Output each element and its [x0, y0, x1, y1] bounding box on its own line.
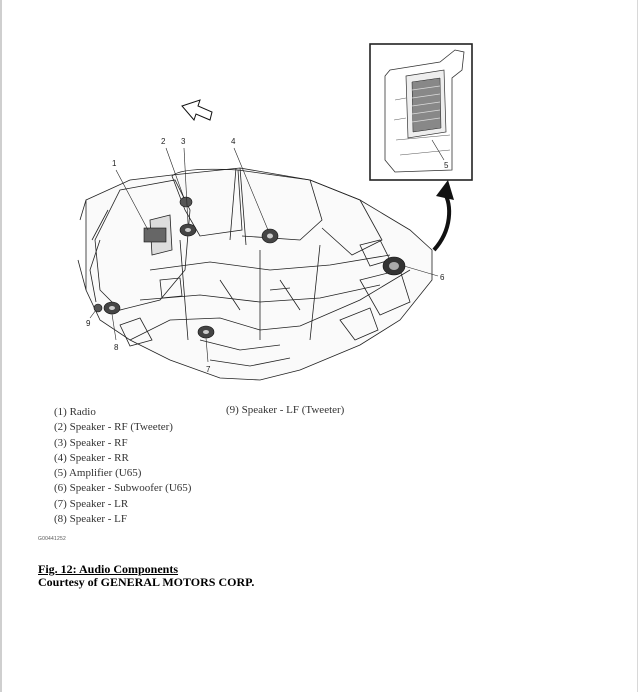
callout-6: 6 — [440, 273, 445, 282]
callout-7: 7 — [206, 365, 211, 374]
callout-1: 1 — [112, 159, 117, 168]
legend-item: (4) Speaker - RR — [54, 451, 129, 464]
legend-item: (1) Radio — [54, 406, 96, 418]
curved-arrow-icon — [432, 180, 454, 252]
legend-item: (6) Speaker - Subwoofer (U65) — [54, 482, 192, 495]
figure-caption: Fig. 12: Audio Components Courtesy of GE… — [38, 563, 254, 589]
radio-unit — [143, 227, 167, 243]
forward-arrow-icon — [181, 99, 213, 121]
callout-8: 8 — [114, 343, 119, 352]
speaker-lf — [103, 301, 121, 315]
figure-code: G00441252 — [38, 536, 66, 542]
legend-list: (1) Radio (2) Speaker - RF (Tweeter) (3)… — [54, 405, 191, 527]
courtesy-line: Courtesy of GENERAL MOTORS CORP. — [38, 575, 255, 589]
page-border-left — [0, 0, 2, 692]
legend-item: (9) Speaker - LF (Tweeter) — [226, 404, 345, 416]
legend-item: (7) Speaker - LR — [54, 497, 129, 510]
callout-5: 5 — [444, 161, 449, 170]
speaker-rf-tweeter — [179, 196, 193, 208]
legend-item: (3) Speaker - RF — [54, 436, 128, 449]
speaker-rf — [179, 223, 197, 237]
audio-components-diagram: 5 — [77, 43, 473, 381]
speaker-lr — [197, 325, 215, 339]
speaker-rr — [261, 228, 279, 244]
callout-2: 2 — [161, 137, 166, 146]
legend-item: (5) Amplifier (U65) — [54, 467, 142, 480]
legend-list-right: (9) Speaker - LF (Tweeter) — [226, 403, 344, 418]
vehicle-body-illustration — [77, 167, 433, 381]
callout-3: 3 — [181, 137, 186, 146]
leader-lines — [89, 147, 439, 363]
legend-item: (2) Speaker - RF (Tweeter) — [54, 421, 173, 434]
callout-9: 9 — [86, 319, 91, 328]
legend-item: (8) Speaker - LF — [54, 513, 128, 526]
speaker-subwoofer — [382, 256, 406, 276]
figure-title: Fig. 12: Audio Components — [38, 562, 179, 576]
amplifier-inset — [369, 43, 473, 181]
callout-4: 4 — [231, 137, 236, 146]
